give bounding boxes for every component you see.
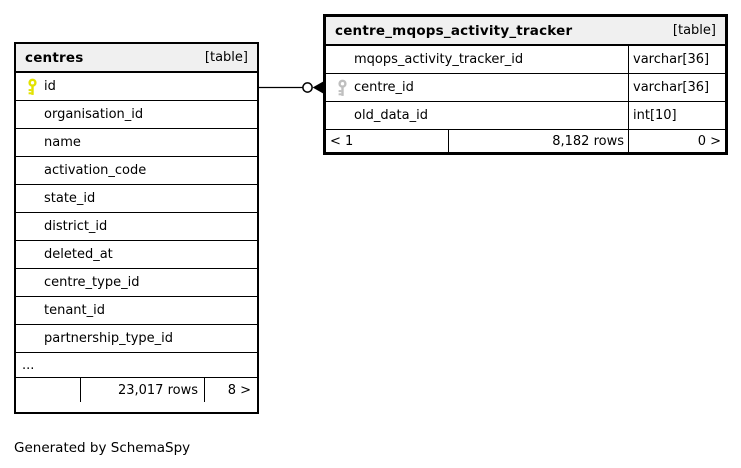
column-name: tenant_id: [44, 303, 106, 318]
column-row: centre_type_id: [16, 269, 257, 297]
connector-arrowhead: [312, 81, 323, 94]
column-row: old_data_id int[10]: [326, 102, 725, 130]
column-name: organisation_id: [44, 107, 144, 122]
column-row-centre-id: centre_id varchar[36]: [326, 74, 725, 102]
column-name: name: [44, 135, 81, 150]
pager-right-link[interactable]: 0 >: [628, 130, 725, 152]
pager-left-cell: [16, 378, 80, 402]
table-centres: centres [table] id organisation_id name …: [14, 42, 259, 414]
column-row: name: [16, 129, 257, 157]
column-row: district_id: [16, 213, 257, 241]
table-tracker-header[interactable]: centre_mqops_activity_tracker [table]: [326, 17, 725, 46]
column-name: activation_code: [44, 163, 147, 178]
table-name[interactable]: centres: [25, 49, 84, 66]
table-tracker-footer: < 1 8,182 rows 0 >: [326, 130, 725, 152]
table-centre-mqops-activity-tracker: centre_mqops_activity_tracker [table] mq…: [323, 14, 728, 155]
column-row: mqops_activity_tracker_id varchar[36]: [326, 46, 725, 74]
foreign-key-icon: [337, 79, 348, 96]
table-name[interactable]: centre_mqops_activity_tracker: [335, 22, 573, 39]
column-name: centre_id: [354, 80, 414, 95]
column-type: varchar[36]: [628, 46, 724, 73]
generated-by-credit: Generated by SchemaSpy: [14, 440, 191, 456]
table-centres-footer: 23,017 rows 8 >: [16, 378, 257, 402]
column-name: deleted_at: [44, 247, 113, 262]
column-row: partnership_type_id: [16, 325, 257, 353]
table-type-tag: [table]: [672, 23, 716, 38]
primary-key-icon: [27, 78, 38, 95]
row-count: 8,182 rows: [448, 130, 628, 152]
pager-right-link[interactable]: 8 >: [204, 378, 257, 402]
relationship-connector: [259, 81, 323, 94]
column-name: centre_type_id: [44, 275, 140, 290]
column-row: tenant_id: [16, 297, 257, 325]
column-row: state_id: [16, 185, 257, 213]
column-type: int[10]: [628, 102, 724, 129]
column-name: old_data_id: [354, 108, 428, 123]
column-type: varchar[36]: [628, 74, 724, 101]
row-count: 23,017 rows: [80, 378, 204, 402]
column-name: mqops_activity_tracker_id: [354, 52, 524, 67]
column-row: organisation_id: [16, 101, 257, 129]
column-row: activation_code: [16, 157, 257, 185]
zero-or-one-circle-marker: [302, 82, 313, 93]
more-columns-ellipsis: ...: [16, 353, 257, 378]
table-type-tag: [table]: [204, 50, 248, 65]
column-name: district_id: [44, 219, 108, 234]
column-row: deleted_at: [16, 241, 257, 269]
column-name: state_id: [44, 191, 96, 206]
pager-left-link[interactable]: < 1: [330, 133, 354, 149]
column-name: partnership_type_id: [44, 331, 174, 346]
table-centres-header[interactable]: centres [table]: [16, 44, 257, 73]
column-name: id: [44, 79, 56, 94]
column-row-id: id: [16, 73, 257, 101]
